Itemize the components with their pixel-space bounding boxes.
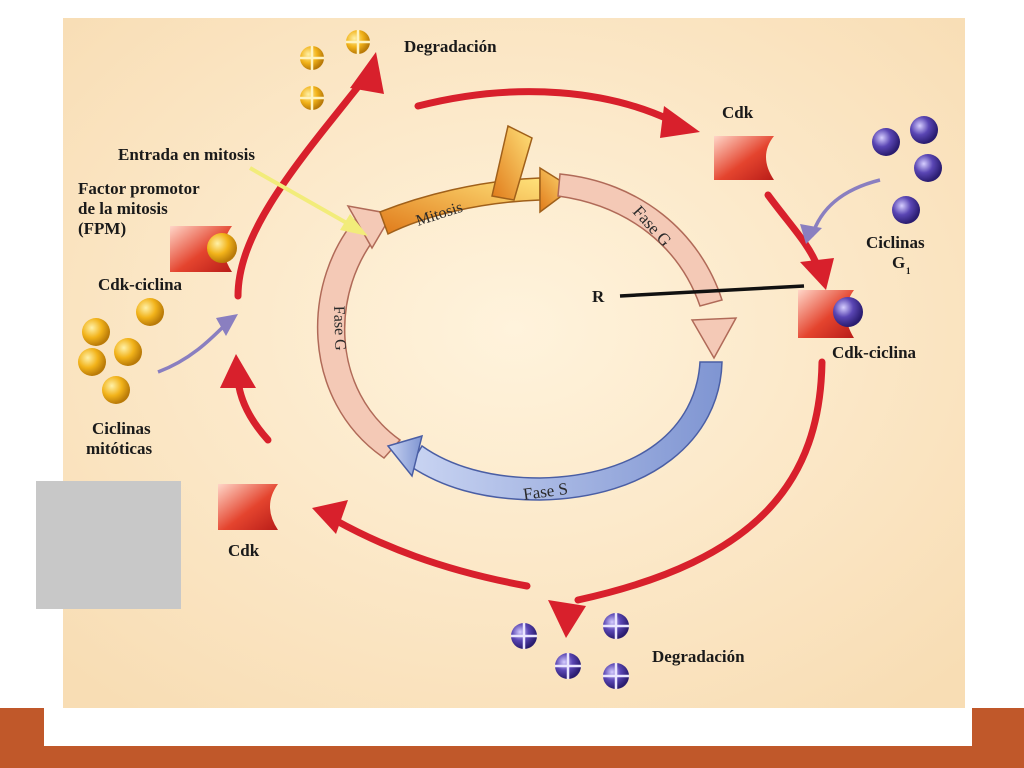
label-ciclinas-g-line1: Ciclinas (866, 233, 925, 252)
cdk-shape-bottom (218, 484, 278, 530)
arrowhead-g1-cyclins (800, 224, 822, 244)
g1-cyclin-2 (910, 116, 938, 144)
arrowhead-to-cdk-bottom (312, 500, 348, 534)
arc-complex-to-degradation (574, 358, 826, 604)
mitotic-cyclin-3 (114, 338, 142, 366)
g1-cyclin-3 (914, 154, 942, 182)
mitotic-cyclin-2 (82, 318, 110, 346)
arrow-mitotic-cyclins-in (157, 322, 228, 374)
degraded-g1-3 (555, 653, 581, 679)
arc-top-to-cdk (414, 88, 674, 124)
degraded-g1-4 (603, 663, 629, 689)
label-degradacion-bottom: Degradación (652, 647, 745, 666)
arrowhead-to-complex (800, 258, 834, 290)
arrowhead-to-degradation-top (350, 52, 384, 94)
restriction-point-line (619, 284, 805, 298)
label-ciclinas-mitoticas-line1: Ciclinas (92, 419, 151, 438)
label-ciclinas-g-line2: G (892, 253, 905, 272)
arc-bottom-to-cdk (331, 516, 531, 590)
label-cdk-top: Cdk (722, 103, 754, 122)
g1-cyclin-1 (872, 128, 900, 156)
cdk-shape-top (714, 136, 774, 180)
arrowhead-mitotic-cyclins (216, 314, 238, 336)
degraded-cyclin-1 (300, 46, 324, 70)
label-entrada-mitosis: Entrada en mitosis (118, 145, 255, 164)
label-fpm-line1: Factor promotor (78, 179, 200, 198)
label-fpm-line3: (FPM) (78, 219, 126, 238)
phase-ring (316, 124, 738, 501)
degraded-mitotic-cyclins (300, 30, 370, 110)
degraded-cyclin-3 (300, 86, 324, 110)
grey-placeholder-box (36, 481, 181, 609)
arrowhead-to-degradation-bottom (548, 600, 586, 638)
label-ciclinas-g-sub: 1 (906, 266, 911, 276)
label-cdk-bottom: Cdk (228, 541, 260, 560)
mitotic-cyclin-5 (102, 376, 130, 404)
phase-s-arrowhead (386, 434, 424, 478)
label-fpm-line2: de la mitosis (78, 199, 168, 218)
label-r-point: R (592, 287, 605, 306)
mitotic-cyclin-1 (136, 298, 164, 326)
phase-g-right-arrowhead (690, 317, 738, 360)
g1-cyclin-4 (892, 196, 920, 224)
mitotic-cyclin-4 (78, 348, 106, 376)
degraded-g1-1 (511, 623, 537, 649)
label-cdk-ciclina-right: Cdk-ciclina (832, 343, 917, 362)
degraded-g1-cyclins (511, 613, 629, 689)
arc-fpm-to-degradation (234, 74, 369, 300)
cdk-cyclin-complex-left (170, 226, 237, 272)
g1-cyclins (872, 116, 942, 224)
diagram-background (63, 18, 965, 708)
mitosis-arrowhead-right (539, 166, 574, 214)
degraded-g1-2 (603, 613, 629, 639)
arrowhead-to-cdk-top (660, 106, 700, 138)
label-ciclinas-mitoticas-line2: mitóticas (86, 439, 152, 458)
entrada-mitosis-pointer (249, 166, 368, 236)
label-cdk-ciclina-left: Cdk-ciclina (98, 275, 183, 294)
outer-cycle-arrows (234, 74, 826, 604)
phase-label-g-left: Fase G (330, 306, 349, 352)
phase-g-left-band (316, 212, 402, 459)
label-degradacion-top: Degradación (404, 37, 497, 56)
cdk-cyclin-complex-right (798, 290, 863, 338)
mitotic-cyclins (78, 298, 164, 404)
outer-cycle-arrowheads (220, 52, 834, 638)
mitosis-arrowhead-up (491, 124, 533, 201)
arrowhead-to-fpm (220, 354, 256, 388)
degraded-cyclin-2 (346, 30, 370, 54)
